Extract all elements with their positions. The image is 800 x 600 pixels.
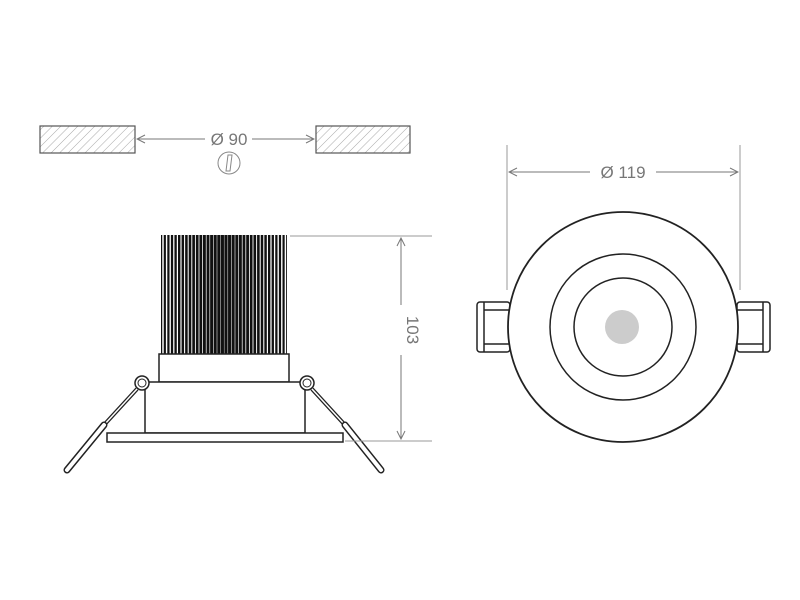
reflector-ring [549, 253, 697, 401]
housing-body [144, 381, 306, 434]
diameter-dimension: Ø 119 [506, 145, 741, 290]
clip-tab-left [476, 301, 511, 353]
collar [158, 353, 290, 383]
side-view: 103 [63, 235, 432, 474]
drill-cutout-icon [217, 151, 241, 175]
top-view: Ø 119 [476, 145, 771, 443]
height-dimension: 103 [290, 235, 432, 442]
ceiling-section-right [315, 125, 411, 154]
ceiling-section-left [39, 125, 136, 154]
trim-flange [106, 432, 344, 443]
spring-clip-left [63, 375, 150, 474]
height-label: 103 [403, 316, 422, 344]
lens-ring [573, 277, 673, 377]
cutout-diagram: Ø 90 [39, 125, 411, 175]
heatsink-fins [161, 235, 287, 354]
clip-tab-right [736, 301, 771, 353]
cutout-diameter-label: Ø 90 [211, 130, 248, 149]
diameter-label: Ø 119 [600, 163, 645, 182]
led-lens [605, 310, 639, 344]
spring-clip-right [299, 375, 385, 474]
